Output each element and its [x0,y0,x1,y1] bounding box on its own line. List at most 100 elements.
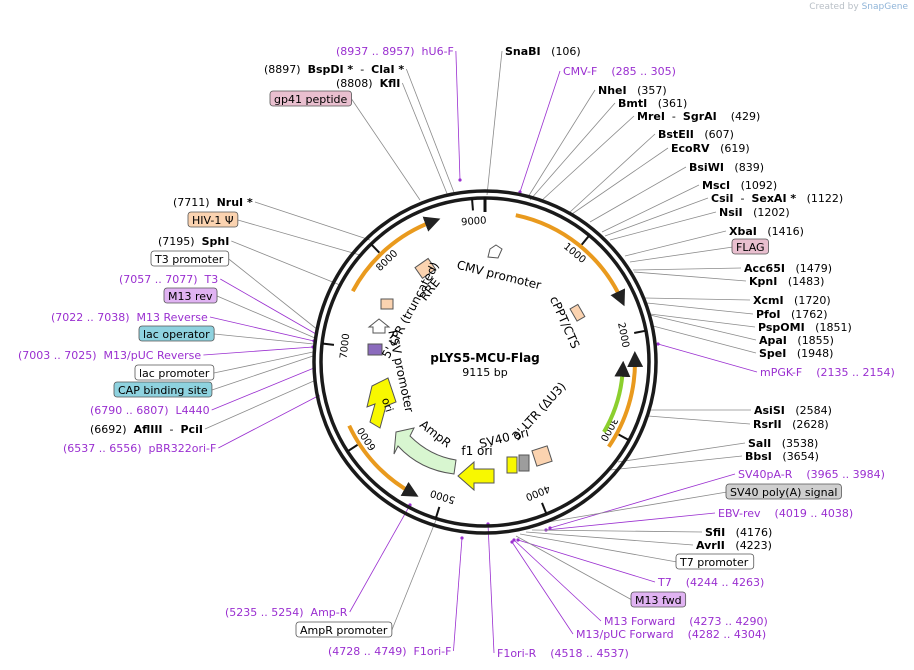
label-t7prom[interactable]: T7 promoter [675,553,755,570]
label-acc65i[interactable]: Acc65I (1479) [744,262,832,275]
label-hivpsi[interactable]: HIV-1 Ψ [187,211,239,228]
label-pfoi[interactable]: PfoI (1762) [756,308,828,321]
label-gp41[interactable]: gp41 peptide [269,90,352,107]
orf-arc-1[interactable] [515,213,626,307]
orf-arc-2[interactable] [607,351,644,448]
label-m13forward[interactable]: M13 Forward (4273 .. 4290) [604,615,768,628]
label-apai[interactable]: ApaI (1855) [759,334,834,347]
label-m13pucf[interactable]: M13/pUC Forward (4282 .. 4304) [576,628,766,641]
label-kpni[interactable]: KpnI (1483) [749,275,824,288]
label-box-sv40polya [725,483,842,500]
label-part: BmtI [618,97,647,110]
leader-spei [652,325,757,354]
label-part: (7022 .. 7038) M13 Reverse [51,311,208,324]
label-lacprom[interactable]: lac promoter [134,364,215,381]
label-f1orif[interactable]: (4728 .. 4749) F1ori-F [328,645,451,658]
feature-f1-ori[interactable]: f1 ori [457,444,495,492]
label-part: (7057 .. 7077) T3 [119,273,218,286]
label-m13reverse[interactable]: (7022 .. 7038) M13 Reverse [51,311,208,324]
label-bsteii[interactable]: BstEII (607) [658,128,734,141]
leader-sv40polya [547,491,728,523]
feature-ltr5[interactable]: 5' LTR (truncated) [367,260,442,361]
label-csii[interactable]: CsiI - SexAI * (1122) [711,192,843,205]
label-spei[interactable]: SpeI (1948) [759,347,833,360]
label-kfli[interactable]: (8808) KflI [336,77,400,90]
orf-arc-3[interactable] [347,424,419,497]
label-text-lacprom: lac promoter [139,367,210,380]
label-flag[interactable]: FLAG [731,238,769,255]
label-avrii[interactable]: AvrII (4223) [696,539,772,552]
label-sali[interactable]: SalI (3538) [748,437,818,450]
label-pspomi[interactable]: PspOMI (1851) [758,321,852,334]
label-ecorv[interactable]: EcoRV (619) [671,142,750,155]
label-part: (8897) [264,63,308,76]
feature-cmv-promoter[interactable]: CMV promoter [455,244,543,292]
label-m13fwd[interactable]: M13 fwd [630,591,687,608]
label-msci[interactable]: MscI (1092) [702,179,777,192]
feature-cppt-cts[interactable]: cPPT/CTS [547,294,586,351]
label-bsiwi[interactable]: BsiWI (839) [689,161,764,174]
feature-ori[interactable]: ori [366,377,397,429]
label-ampr-r[interactable]: (5235 .. 5254) Amp-R [225,606,348,619]
label-f1orir[interactable]: F1ori-R (4518 .. 4537) [497,647,629,660]
label-nhei[interactable]: NheI (357) [598,84,667,97]
label-part: (1416) [757,225,804,238]
label-lacop[interactable]: lac operator [138,325,215,342]
tick-label-9000: 9000 [461,215,487,228]
label-xbai[interactable]: XbaI (1416) [729,225,804,238]
leader-snabi [486,50,503,196]
leader-kpni [633,271,747,282]
label-rsrii[interactable]: RsrII (2628) [753,418,829,431]
ltr3-label: 3' LTR (ΔU3) [509,379,568,443]
label-text-rsrii: RsrII (2628) [753,418,829,431]
label-box-lacprom [134,364,215,381]
label-sv40par[interactable]: SV40pA-R (3965 .. 3984) [738,468,885,481]
label-m13puc[interactable]: (7003 .. 7025) M13/pUC Reverse [18,349,201,362]
label-ebvrev[interactable]: EBV-rev (4019 .. 4038) [718,507,853,520]
label-text-lacop: lac operator [143,328,210,341]
label-sfii[interactable]: SfiI (4176) [705,526,772,539]
label-sphi[interactable]: (7195) SphI [158,235,229,248]
label-nsii[interactable]: NsiI (1202) [719,206,790,219]
label-mrei[interactable]: MreI - SgrAI (429) [637,110,760,123]
label-pbr322[interactable]: (6537 .. 6556) pBR322ori-F [63,442,216,455]
label-hu6f[interactable]: (8937 .. 8957) hU6-F [336,45,454,58]
label-text-bsiwi: BsiWI (839) [689,161,764,174]
label-mpgkf[interactable]: mPGK-F (2135 .. 2154) [760,366,895,379]
green-feature-arc[interactable] [602,360,631,433]
leader-hivpsi [237,219,361,256]
label-asisi[interactable]: AsiSI (2584) [754,404,832,417]
label-text-asisi: AsiSI (2584) [754,404,832,417]
orf-arc-4[interactable] [351,216,441,293]
tick-label-2000: 2000 [615,322,631,349]
label-aflii[interactable]: (6692) AflIII - PciI [90,423,203,436]
label-text-apai: ApaI (1855) [759,334,834,347]
snapgene-credit: Created by SnapGene [809,2,908,12]
feature-ampr[interactable]: AmpR [393,417,457,475]
leader-apai [649,314,757,341]
label-nrui[interactable]: (7711) NruI * [173,196,253,209]
label-cap[interactable]: CAP binding site [113,381,213,398]
leader-ebvrev [545,512,716,531]
label-part: - [353,63,371,76]
label-m13rev[interactable]: M13 rev [163,287,218,304]
label-part: SpeI [759,347,786,360]
label-bbsi[interactable]: BbsI (3654) [745,450,819,463]
label-l4440[interactable]: (6790 .. 6807) L4440 [90,404,210,417]
label-bspdi[interactable]: (8897) BspDI * - ClaI * [264,63,404,76]
label-bmti[interactable]: BmtI (361) [618,97,687,110]
leader-sali [617,442,746,463]
label-snabi[interactable]: SnaBI (106) [505,45,581,58]
label-xcmi[interactable]: XcmI (1720) [753,294,831,307]
label-t3prom[interactable]: T3 promoter [150,250,230,267]
label-t7[interactable]: T7 (4244 .. 4263) [657,576,764,589]
label-cmvf[interactable]: CMV-F (285 .. 305) [563,65,676,78]
label-text-acc65i: Acc65I (1479) [744,262,832,275]
label-amprprom[interactable]: AmpR promoter [295,621,393,638]
label-part: EBV-rev (4019 .. 4038) [718,507,853,520]
label-sv40polya[interactable]: SV40 poly(A) signal [725,483,842,500]
label-t3[interactable]: (7057 .. 7077) T3 [119,273,218,286]
label-part: (7195) [158,235,202,248]
label-part: (6790 .. 6807) L4440 [90,404,210,417]
feature-ltr3[interactable]: 3' LTR (ΔU3) [509,379,568,443]
